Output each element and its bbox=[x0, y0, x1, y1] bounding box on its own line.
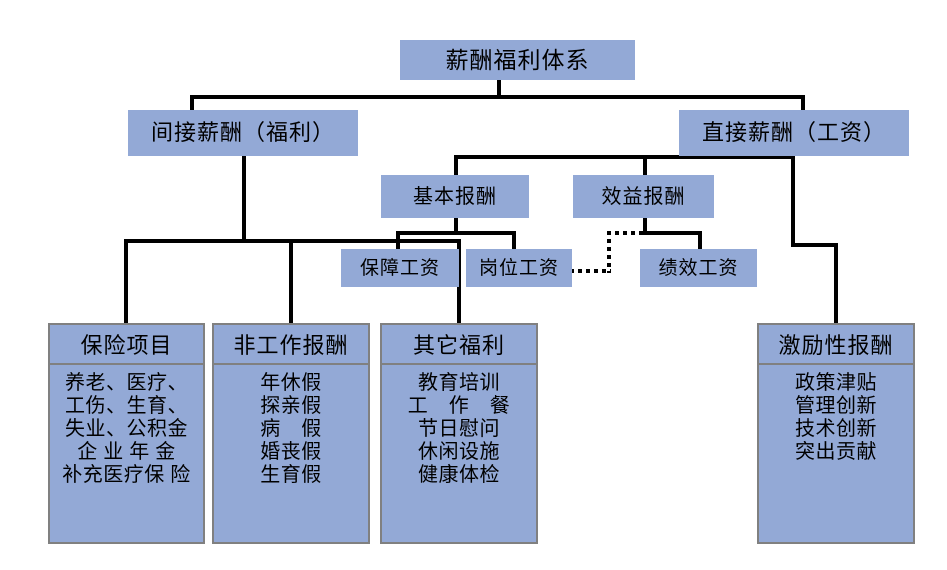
connector-to-card-incentive bbox=[834, 243, 838, 324]
card-line: 工 作 餐 bbox=[407, 395, 511, 417]
card-insurance-items[interactable]: 保险项目 养老、医疗、 工伤、生育、 失业、公积金 企 业 年 金 补充医疗保 … bbox=[48, 323, 205, 544]
card-line: 休闲设施 bbox=[418, 441, 500, 463]
connector-to-performance-wage bbox=[698, 231, 702, 250]
card-line: 健康体检 bbox=[418, 464, 500, 486]
node-indirect-compensation[interactable]: 间接薪酬（福利） bbox=[128, 110, 358, 156]
card-incentive-pay[interactable]: 激励性报酬 政策津贴 管理创新 技术创新 突出贡献 bbox=[757, 323, 915, 544]
connector-dotted-to-post-wage bbox=[570, 269, 611, 273]
card-line: 探亲假 bbox=[260, 395, 322, 417]
connector-level1-bus bbox=[190, 95, 805, 99]
connector-bus-to-benefitpay bbox=[643, 155, 647, 175]
connector-direct-bus bbox=[454, 155, 795, 159]
card-line: 节日慰问 bbox=[418, 418, 500, 440]
connector-basicpay-bus bbox=[396, 231, 516, 235]
node-post-wage[interactable]: 岗位工资 bbox=[466, 249, 572, 287]
node-root[interactable]: 薪酬福利体系 bbox=[400, 40, 635, 80]
card-line: 企 业 年 金 bbox=[77, 441, 176, 463]
node-benefit-pay[interactable]: 效益报酬 bbox=[573, 175, 714, 218]
card-line: 病 假 bbox=[260, 418, 322, 440]
connector-dotted-benefitpay-drop bbox=[607, 231, 611, 273]
card-line: 突出贡献 bbox=[795, 441, 877, 463]
connector-to-card-otherbenefit bbox=[457, 239, 461, 324]
connector-bus-to-direct bbox=[801, 95, 805, 111]
connector-bus-to-basicpay bbox=[454, 155, 458, 175]
node-guarantee-wage[interactable]: 保障工资 bbox=[341, 249, 459, 287]
card-line: 教育培训 bbox=[418, 372, 500, 394]
card-header: 激励性报酬 bbox=[759, 325, 913, 365]
card-header: 其它福利 bbox=[382, 325, 536, 365]
connector-bus-to-indirect bbox=[190, 95, 194, 111]
connector-benefitpay-bus bbox=[643, 231, 702, 235]
card-line: 技术创新 bbox=[795, 418, 877, 440]
connector-to-post-wage bbox=[512, 231, 516, 250]
card-body: 年休假 探亲假 病 假 婚丧假 生育假 bbox=[214, 365, 368, 542]
card-body: 教育培训 工 作 餐 节日慰问 休闲设施 健康体检 bbox=[382, 365, 536, 542]
connector-indirect-stem bbox=[242, 155, 246, 243]
connector-direct-elbow-h bbox=[791, 243, 838, 247]
card-header: 保险项目 bbox=[50, 325, 203, 365]
card-non-working-pay[interactable]: 非工作报酬 年休假 探亲假 病 假 婚丧假 生育假 bbox=[212, 323, 370, 544]
card-body: 政策津贴 管理创新 技术创新 突出贡献 bbox=[759, 365, 913, 542]
card-line: 工伤、生育、 bbox=[65, 395, 188, 417]
card-line: 生育假 bbox=[260, 464, 322, 486]
card-other-benefits[interactable]: 其它福利 教育培训 工 作 餐 节日慰问 休闲设施 健康体检 bbox=[380, 323, 538, 544]
card-line: 年休假 bbox=[260, 372, 322, 394]
card-line: 失业、公积金 bbox=[65, 418, 188, 440]
node-direct-compensation[interactable]: 直接薪酬（工资） bbox=[679, 110, 909, 156]
connector-dotted-benefitpay-top bbox=[607, 231, 647, 235]
connector-direct-stem bbox=[791, 155, 795, 245]
node-basic-pay[interactable]: 基本报酬 bbox=[381, 175, 529, 218]
connector-root-stem bbox=[497, 78, 501, 98]
card-header: 非工作报酬 bbox=[214, 325, 368, 365]
card-line: 政策津贴 bbox=[795, 372, 877, 394]
connector-to-guarantee-wage bbox=[396, 231, 400, 250]
card-body: 养老、医疗、 工伤、生育、 失业、公积金 企 业 年 金 补充医疗保 险 bbox=[50, 365, 203, 542]
connector-to-card-nonwork bbox=[289, 239, 293, 324]
connector-basicpay-stem bbox=[454, 217, 458, 233]
card-line: 养老、医疗、 bbox=[65, 372, 188, 394]
card-line: 管理创新 bbox=[795, 395, 877, 417]
node-performance-wage[interactable]: 绩效工资 bbox=[640, 249, 757, 287]
card-line: 补充医疗保 险 bbox=[62, 464, 191, 486]
connector-benefitpay-stem bbox=[643, 217, 647, 233]
card-line: 婚丧假 bbox=[260, 441, 322, 463]
connector-to-card-insurance bbox=[124, 239, 128, 324]
